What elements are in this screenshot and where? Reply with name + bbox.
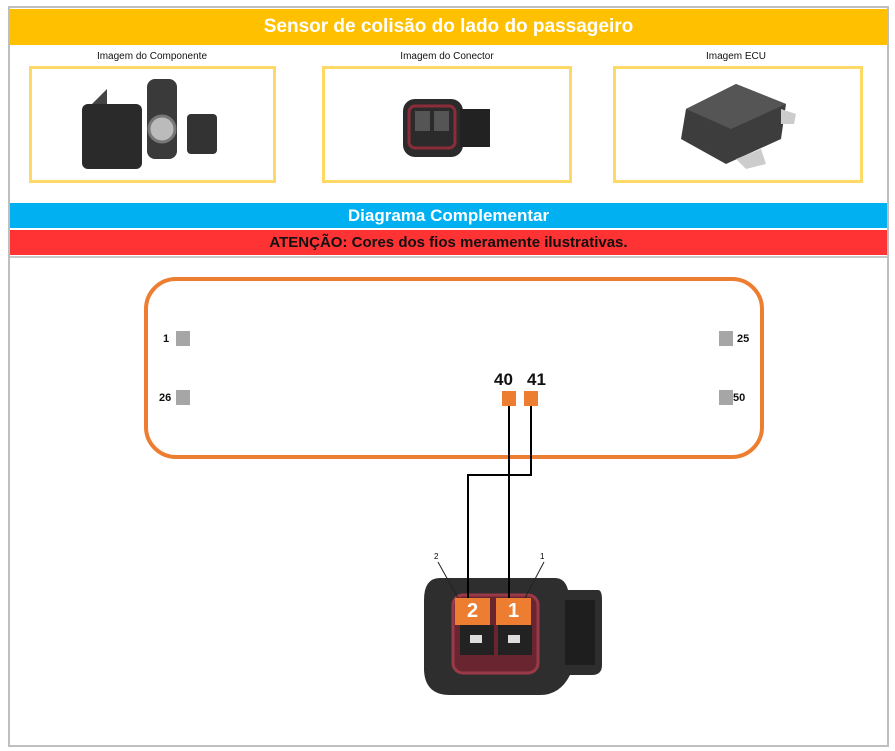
ecu-pin-25 <box>719 331 733 346</box>
divider <box>10 256 887 258</box>
ecu-picture <box>681 84 796 169</box>
ecu-pin-40 <box>502 391 516 406</box>
page-title: Sensor de colisão do lado do passageiro <box>10 9 887 45</box>
pin-label-26: 26 <box>159 392 172 404</box>
ecu-pin-26 <box>176 390 190 405</box>
connector-image-label: Imagem do Conector <box>400 51 494 62</box>
connector-mark-2: 2 <box>434 552 439 561</box>
connector-mark-1: 1 <box>540 552 545 561</box>
connector-pin-1: 1 <box>496 598 531 625</box>
pin-label-40: 40 <box>494 370 513 389</box>
component-image-label: Imagem do Componente <box>96 51 208 62</box>
connector-pin-2: 2 <box>455 598 490 625</box>
ecu-image-label: Imagem ECU <box>705 51 766 62</box>
page-frame <box>8 6 889 747</box>
pin-label-41: 41 <box>527 370 546 389</box>
component-image <box>29 66 276 183</box>
ecu-image <box>613 66 863 183</box>
connector-image <box>322 66 572 183</box>
ecu-pin-50 <box>719 390 733 405</box>
warning-banner: ATENÇÃO: Cores dos fios meramente ilustr… <box>10 230 887 255</box>
ecu-pin-1 <box>176 331 190 346</box>
pin-label-1: 1 <box>163 333 170 345</box>
wire-41-to-pin-2 <box>467 406 532 600</box>
diagram-title: Diagrama Complementar <box>10 203 887 228</box>
connector-picture <box>403 99 490 157</box>
ecu-connector-outline <box>144 277 764 459</box>
ecu-pin-41 <box>524 391 538 406</box>
sensor-picture <box>82 79 217 169</box>
pin-label-25: 25 <box>737 333 750 345</box>
pin-label-50: 50 <box>733 392 746 404</box>
connector-body <box>424 561 602 695</box>
